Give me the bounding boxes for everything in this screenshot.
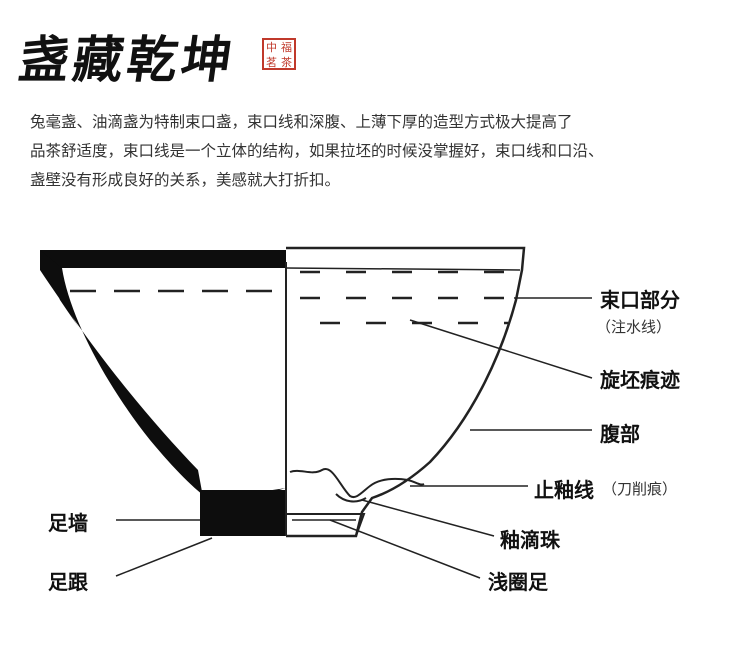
glaze-stop-line <box>289 468 425 498</box>
seal-char-4: 茶 <box>281 56 292 69</box>
leader-xuanpi <box>409 319 593 379</box>
label-fubu: 腹部 <box>600 422 640 446</box>
foot-ring-left <box>200 490 286 536</box>
label-qianquanzu: 浅圈足 <box>488 570 548 594</box>
red-seal-stamp: 中 福 茗 茶 <box>262 38 296 70</box>
seal-char-1: 中 <box>266 41 277 54</box>
foot-ring-right <box>286 513 366 537</box>
label-youdizhu: 釉滴珠 <box>500 528 560 552</box>
label-zhiyou-note: （刀削痕） <box>602 480 678 498</box>
label-zugen: 足跟 <box>48 570 88 594</box>
seal-char-3: 茗 <box>266 56 277 69</box>
intro-line-1: 兔毫盏、油滴盏为特制束口盏，束口线和深腹、上薄下厚的造型方式极大提高了 <box>30 113 573 131</box>
glaze-drip-bead <box>335 493 367 503</box>
leader-youdizhu <box>361 499 495 537</box>
bowl-left-body-interior <box>62 268 286 496</box>
label-shukou-note: （注水线） <box>596 318 672 336</box>
intro-line-3: 盏壁没有形成良好的关系，美感就大打折扣。 <box>30 171 341 189</box>
label-shukou: 束口部分 <box>600 288 680 312</box>
label-zhiyou: 止釉线 <box>534 478 594 502</box>
leader-qianquanzu <box>329 519 481 579</box>
intro-line-2: 品茶舒适度，束口线是一个立体的结构，如果拉坯的时候没掌握好，束口线和口沿、 <box>30 142 604 160</box>
bowl-right-outline <box>286 246 526 538</box>
bowl-right-inner-rim <box>285 267 521 271</box>
intro-paragraph: 兔毫盏、油滴盏为特制束口盏，束口线和深腹、上薄下厚的造型方式极大提高了 品茶舒适… <box>30 108 730 195</box>
leader-zugen <box>115 537 213 577</box>
seal-char-2: 福 <box>281 41 292 54</box>
bowl-left-outer-wall <box>40 250 210 508</box>
label-zuqiang: 足墙 <box>48 511 88 535</box>
label-xuanpi: 旋坯痕迹 <box>600 368 680 392</box>
